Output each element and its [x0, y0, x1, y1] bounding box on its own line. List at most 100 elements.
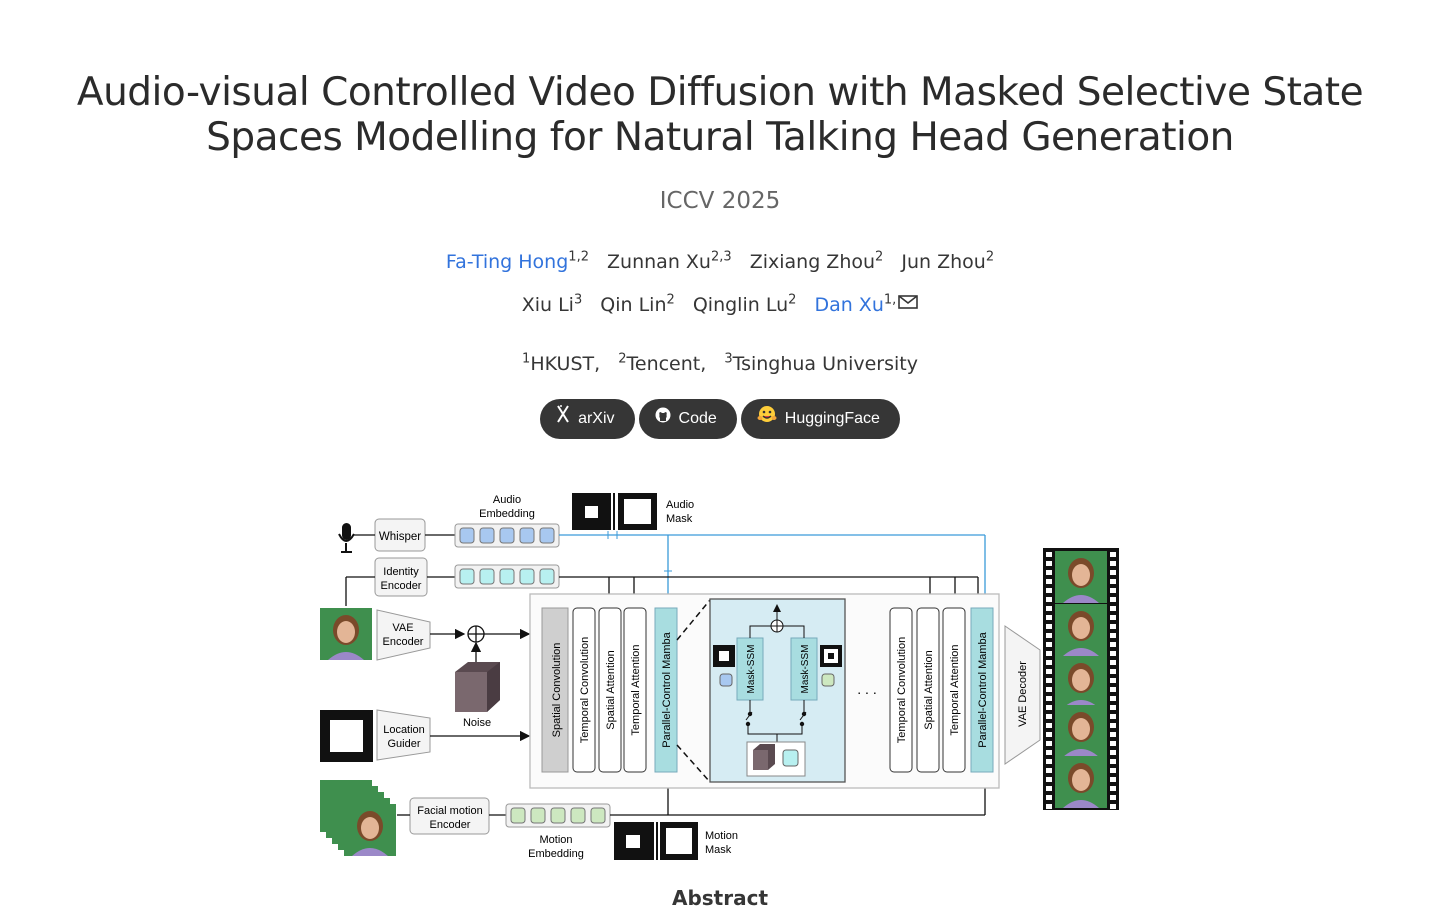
svg-text:Spatial Attention: Spatial Attention	[923, 650, 935, 730]
film-hole	[1110, 786, 1116, 791]
temporal-attention-layer-right: Temporal Attention	[942, 607, 966, 773]
film-hole	[1046, 750, 1052, 755]
huggingface-button[interactable]: HuggingFace	[740, 399, 900, 439]
film-hole	[1046, 732, 1052, 737]
film-hole	[1046, 705, 1052, 710]
audio-mask	[572, 493, 657, 530]
author-link[interactable]: Fa-Ting Hong	[445, 251, 569, 274]
film-hole	[1110, 633, 1116, 638]
microphone-icon	[338, 523, 355, 553]
spatial-attention-layer: Spatial Attention	[598, 607, 622, 773]
film-hole	[1046, 795, 1052, 800]
arxiv-button[interactable]: arXiv	[540, 399, 635, 439]
parallel-control-mamba-layer-right: Parallel-Control Mamba	[970, 607, 994, 773]
author-row-2: Xiu Li3 Qin Lin2 Qinglin Lu2 Dan Xu1,	[0, 293, 1440, 316]
film-hole	[1046, 660, 1052, 665]
affiliation-1: 1HKUST,	[522, 352, 601, 376]
film-hole	[1046, 642, 1052, 647]
film-hole	[1046, 615, 1052, 620]
location-square	[320, 710, 373, 762]
svg-text:Temporal Convolution: Temporal Convolution	[896, 637, 908, 743]
motion-frames	[320, 780, 396, 856]
film-hole	[1110, 561, 1116, 566]
film-hole	[1110, 759, 1116, 764]
film-hole	[1046, 777, 1052, 782]
spatial-attention-layer-right: Spatial Attention	[916, 607, 940, 773]
svg-text:Spatial Convolution: Spatial Convolution	[551, 643, 563, 738]
film-hole	[1110, 696, 1116, 701]
noise-label: Noise	[463, 717, 491, 729]
vae-decoder-box: VAE Decoder	[1004, 625, 1041, 765]
author-3: Zixiang Zhou2	[749, 250, 884, 274]
venue: ICCV 2025	[659, 188, 781, 214]
svg-text:Temporal Attention: Temporal Attention	[630, 644, 642, 735]
affiliations: 1HKUST, 2Tencent, 3Tsinghua University	[0, 352, 1440, 375]
film-hole	[1110, 750, 1116, 755]
film-hole	[1046, 606, 1052, 611]
motion-embedding	[505, 803, 611, 828]
film-hole	[1046, 651, 1052, 656]
affiliation-2: 2Tencent,	[618, 352, 707, 376]
film-hole	[1110, 732, 1116, 737]
svg-text:Temporal Convolution: Temporal Convolution	[579, 637, 591, 743]
noise-cube	[455, 662, 500, 712]
temporal-convolution-layer: Temporal Convolution	[572, 607, 596, 773]
github-icon	[655, 399, 671, 439]
film-hole	[1046, 588, 1052, 593]
film-hole	[1046, 687, 1052, 692]
link-buttons: arXiv Code HuggingFace	[0, 399, 1440, 439]
film-hole	[1046, 579, 1052, 584]
svg-text:Temporal Attention: Temporal Attention	[949, 644, 961, 735]
film-hole	[1046, 768, 1052, 773]
film-hole	[1046, 597, 1052, 602]
svg-text:Spatial Attention: Spatial Attention	[605, 650, 617, 730]
film-hole	[1046, 552, 1052, 557]
film-hole	[1110, 597, 1116, 602]
code-button[interactable]: Code	[638, 399, 737, 439]
film-hole	[1110, 777, 1116, 782]
reference-portrait	[320, 608, 372, 660]
temporal-attention-layer: Temporal Attention	[623, 607, 647, 773]
film-hole	[1046, 696, 1052, 701]
film-hole	[1046, 669, 1052, 674]
author-7: Qinglin Lu2	[692, 293, 797, 317]
film-hole	[1046, 714, 1052, 719]
arxiv-icon	[556, 399, 570, 439]
motion-mask	[614, 822, 698, 860]
film-hole	[1110, 741, 1116, 746]
parallel-control-mamba-layer: Parallel-Control Mamba	[654, 607, 678, 773]
plus-icon	[467, 625, 485, 643]
mail-icon[interactable]	[898, 293, 919, 315]
author-1[interactable]: Fa-Ting Hong1,2	[445, 250, 589, 274]
film-hole	[1110, 579, 1116, 584]
film-hole	[1110, 651, 1116, 656]
author-link[interactable]: Dan Xu	[814, 294, 884, 317]
author-row-1: Fa-Ting Hong1,2 Zunnan Xu2,3 Zixiang Zho…	[0, 250, 1440, 273]
title-line-2: Spaces Modelling for Natural Talking Hea…	[206, 115, 1234, 160]
film-hole	[1110, 606, 1116, 611]
film-hole	[1110, 687, 1116, 692]
film-hole	[1110, 624, 1116, 629]
film-hole	[1110, 714, 1116, 719]
film-hole	[1046, 678, 1052, 683]
film-hole	[1110, 669, 1116, 674]
output-film-strip	[1043, 548, 1119, 810]
paper-title: Audio-visual Controlled Video Diffusion …	[0, 70, 1440, 160]
svg-text:Parallel-Control Mamba: Parallel-Control Mamba	[661, 631, 673, 747]
film-hole	[1110, 570, 1116, 575]
ellipsis: . . .	[857, 681, 876, 697]
author-8[interactable]: Dan Xu1,	[814, 293, 919, 317]
film-hole	[1046, 723, 1052, 728]
film-holes	[1046, 552, 1116, 809]
film-hole	[1110, 642, 1116, 647]
identity-embedding	[454, 564, 560, 589]
